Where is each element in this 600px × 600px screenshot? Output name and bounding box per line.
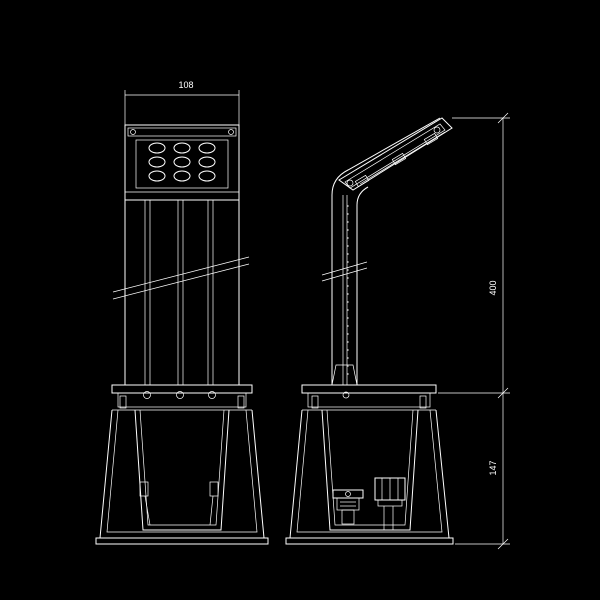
side-lamp-head	[338, 117, 453, 191]
side-view: 400 147	[285, 112, 510, 550]
side-base-flange	[301, 384, 437, 411]
front-ground-housing	[95, 409, 269, 545]
front-view: 108	[95, 80, 269, 545]
front-base-flange	[111, 384, 253, 411]
front-pole	[112, 200, 250, 385]
width-dimension: 108	[124, 80, 240, 125]
side-ground-housing	[285, 409, 454, 545]
height-lower-dimension-label: 147	[488, 460, 498, 475]
lamp-head	[124, 124, 240, 201]
junction-box	[332, 489, 364, 525]
side-pole	[321, 117, 441, 386]
terminal-block	[374, 477, 406, 530]
height-dimensions: 400 147	[438, 112, 510, 550]
height-upper-dimension-label: 400	[488, 280, 498, 295]
led-array	[148, 142, 216, 182]
width-dimension-label: 108	[178, 80, 193, 90]
